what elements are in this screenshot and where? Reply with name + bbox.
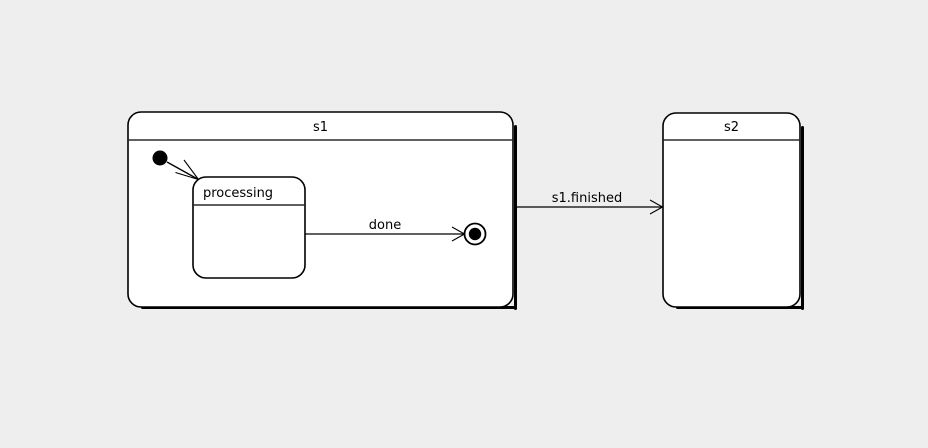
transition-s1-finished-label: s1.finished [552, 191, 622, 206]
state-s1-label: s1 [313, 120, 328, 135]
state-s2-body[interactable] [662, 112, 801, 308]
initial-state-dot[interactable] [152, 150, 168, 166]
final-state-inner-dot [468, 227, 482, 241]
state-s1-body[interactable] [127, 111, 514, 308]
state-processing-body[interactable] [192, 176, 306, 279]
transition-initial-line[interactable] [166, 161, 199, 181]
state-s1[interactable]: s1 [127, 111, 517, 310]
state-processing[interactable]: processing [192, 176, 306, 279]
initial-pseudostate[interactable] [152, 150, 168, 166]
transition-s1-to-s2[interactable]: s1.finished [516, 191, 664, 215]
transition-done-label: done [369, 218, 401, 233]
state-s2[interactable]: s2 [662, 112, 804, 310]
state-s2-shadow-right [801, 126, 804, 310]
state-s1-shadow-right [514, 125, 517, 310]
state-processing-label: processing [203, 186, 273, 201]
final-state[interactable] [463, 222, 487, 246]
state-s2-label: s2 [724, 120, 739, 135]
